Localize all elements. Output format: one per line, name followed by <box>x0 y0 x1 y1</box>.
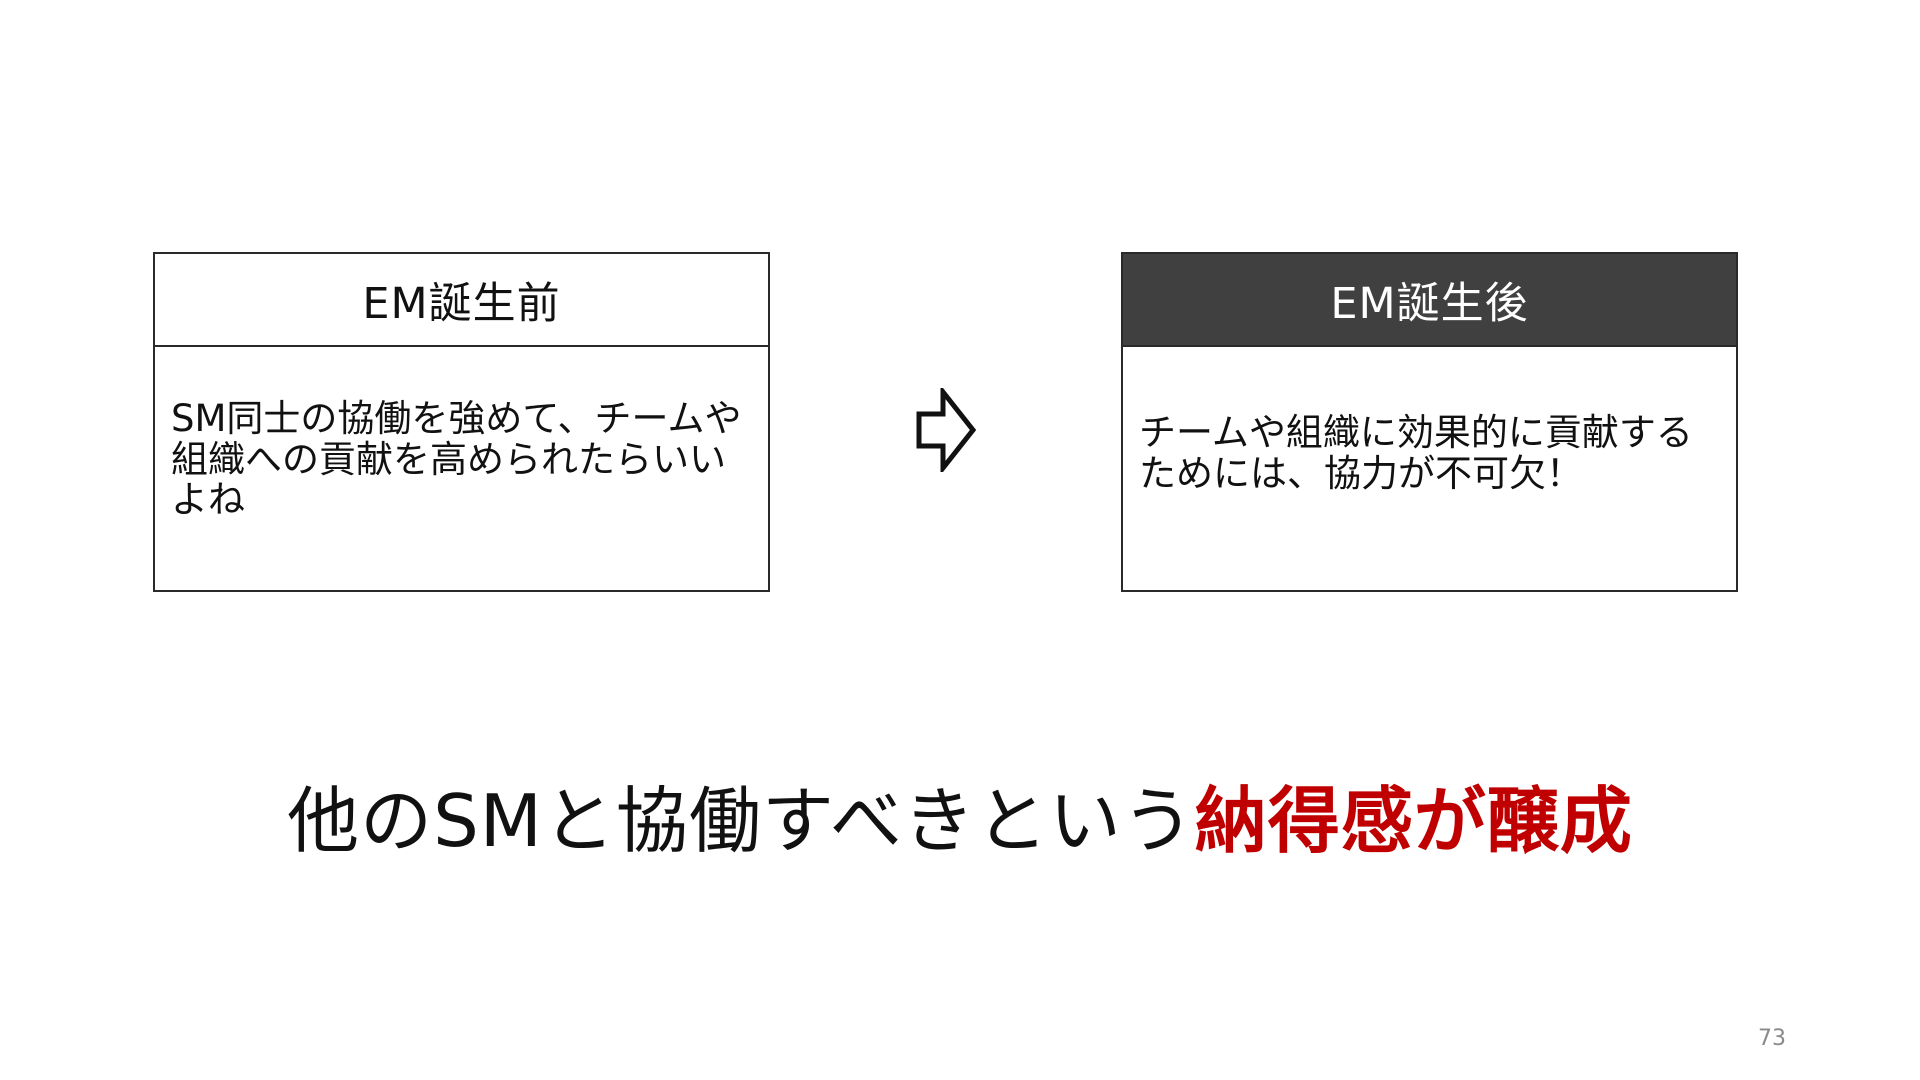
before-em-card-title: EM誕生前 <box>362 278 561 329</box>
after-em-card-header: EM誕生後 <box>1123 254 1736 347</box>
after-em-card-body: チームや組織に効果的に貢献するためには、協力が不可欠！ <box>1123 347 1736 590</box>
before-em-card-header: EM誕生前 <box>155 254 768 347</box>
after-em-card-title: EM誕生後 <box>1330 278 1529 329</box>
after-em-card-text: チームや組織に効果的に貢献するためには、協力が不可欠！ <box>1139 410 1693 495</box>
conclusion-statement: 他のSMと協働すべきという納得感が醸成 <box>0 762 1920 867</box>
before-em-card: EM誕生前 SM同士の協働を強めて、チームや組織への貢献を高められたらいいよね <box>153 252 770 592</box>
before-em-card-body: SM同士の協働を強めて、チームや組織への貢献を高められたらいいよね <box>155 347 768 590</box>
page-number: 73 <box>1758 1026 1786 1051</box>
conclusion-lead: 他のSMと協働すべきという <box>287 779 1195 863</box>
after-em-card: EM誕生後 チームや組織に効果的に貢献するためには、協力が不可欠！ <box>1121 252 1738 592</box>
right-arrow-outline-icon <box>916 388 976 472</box>
conclusion-emphasis: 納得感が醸成 <box>1194 779 1633 863</box>
before-em-card-text: SM同士の協働を強めて、チームや組織への貢献を高められたらいいよね <box>171 397 742 522</box>
